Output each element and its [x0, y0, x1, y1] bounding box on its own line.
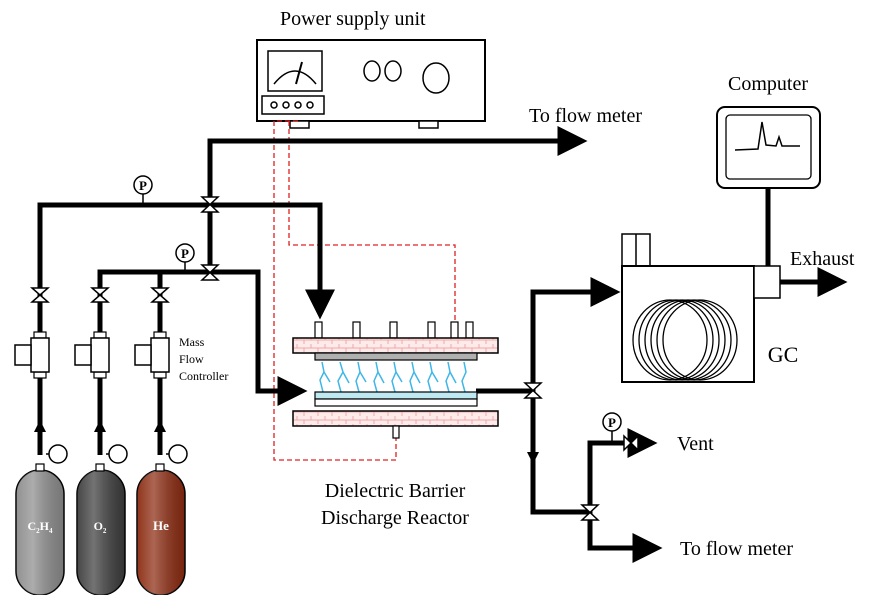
- mfc-he: [134, 331, 170, 379]
- voltmeter-needle: [295, 61, 303, 85]
- flow-arrow-icon: [94, 420, 106, 432]
- cylinder-c2h4: C2H4: [15, 463, 65, 595]
- computer: Computer: [716, 73, 821, 189]
- to-flow-meter-top-label: To flow meter: [529, 105, 642, 127]
- hv-wire: [288, 121, 456, 330]
- pipe-to-flow-meter-top: [207, 126, 588, 205]
- ground-wire: [273, 120, 397, 461]
- valve-icon: [580, 504, 600, 521]
- cylinder-label-he: He: [153, 518, 169, 533]
- valve-icon: [523, 382, 543, 399]
- button-icon: [294, 101, 302, 109]
- mass-flow-controllers: Mass Flow Controller: [14, 331, 228, 383]
- valve-icon: [623, 434, 639, 452]
- flow-arrow-icon: [34, 420, 46, 432]
- pressure-gauge-icon: [602, 412, 622, 432]
- gc-body: [621, 265, 755, 383]
- lower-housing: [292, 410, 499, 427]
- dbd-reactor: Dielectric Barrier Discharge Reactor: [292, 321, 499, 529]
- knob-icon: [384, 60, 402, 82]
- reactor-ports: [314, 321, 474, 339]
- ground-terminal: [392, 425, 400, 439]
- regulator-icon: [108, 444, 128, 464]
- valve-icon: [200, 264, 220, 281]
- pipe-down-to-vent: [530, 391, 590, 515]
- flow-arrow-icon: [527, 452, 539, 464]
- regulator-icon: [168, 444, 188, 464]
- gas-cylinders: C2H4 O2 He: [15, 463, 186, 595]
- regulator-icon: [48, 444, 68, 464]
- pressure-gauge-label: P: [181, 246, 189, 261]
- reactor-label-line2: Discharge Reactor: [321, 507, 469, 529]
- cylinder-label-c2h4: C2H4: [27, 519, 53, 535]
- plasma-discharge: [319, 361, 467, 393]
- power-supply-foot-right: [418, 120, 439, 129]
- electrical-wires: [273, 120, 456, 461]
- mfc-c2h4: [14, 331, 50, 379]
- gc-column-coil: [632, 299, 738, 381]
- pipe-to-flow-meter-bottom: [587, 512, 663, 563]
- pipe-to-gc: [530, 277, 621, 391]
- power-supply-foot-left: [289, 120, 310, 129]
- button-panel: [261, 95, 325, 115]
- computer-screen: [725, 114, 812, 180]
- pressure-gauge-icon: [175, 243, 195, 263]
- valve-icon: [90, 287, 110, 303]
- cylinder-label-o2: O2: [94, 519, 107, 535]
- power-supply-unit: Power supply unit: [256, 8, 486, 129]
- mfc-label-line1: Mass: [179, 335, 205, 349]
- cylinder-o2: O2: [76, 463, 126, 595]
- exhaust-label: Exhaust: [790, 248, 855, 270]
- voltmeter-dial: [273, 70, 317, 85]
- flow-arrows: [34, 420, 539, 464]
- gc-label: GC: [768, 342, 799, 367]
- valves: [30, 196, 639, 521]
- cylinder-he: He: [136, 463, 186, 595]
- valve-icon: [200, 196, 220, 213]
- lower-electrode: [314, 398, 478, 407]
- button-icon: [270, 101, 278, 109]
- valve-icon: [30, 287, 50, 303]
- vent-label: Vent: [677, 433, 714, 455]
- reactor-label-line1: Dielectric Barrier: [325, 480, 466, 502]
- knob-icon: [363, 60, 381, 82]
- flow-arrow-icon: [154, 420, 166, 432]
- valve-icon: [150, 287, 170, 303]
- mfc-label-line2: Flow: [179, 352, 204, 366]
- gc-detector: [753, 265, 781, 299]
- power-supply-label: Power supply unit: [280, 8, 426, 30]
- computer-label: Computer: [728, 73, 808, 95]
- to-flow-meter-bottom-label: To flow meter: [680, 538, 793, 560]
- upper-housing: [292, 337, 499, 354]
- pressure-gauge-label: P: [139, 178, 147, 193]
- chromatogram-trace: [734, 121, 800, 151]
- dielectric-plate: [314, 391, 478, 400]
- pipe-upper-header: [37, 202, 335, 455]
- button-icon: [306, 101, 314, 109]
- pressure-gauge-label: P: [608, 415, 616, 430]
- pressure-gauges: P P P: [133, 175, 622, 443]
- gas-chromatograph: GC: [621, 233, 799, 383]
- upper-electrode: [314, 352, 478, 361]
- mfc-o2: [74, 331, 110, 379]
- button-icon: [282, 101, 290, 109]
- pressure-gauge-icon: [133, 175, 153, 195]
- regulators: [46, 444, 188, 464]
- pipe-vent: [587, 428, 658, 512]
- mfc-label-line3: Controller: [179, 369, 228, 383]
- knob-large-icon: [422, 62, 450, 94]
